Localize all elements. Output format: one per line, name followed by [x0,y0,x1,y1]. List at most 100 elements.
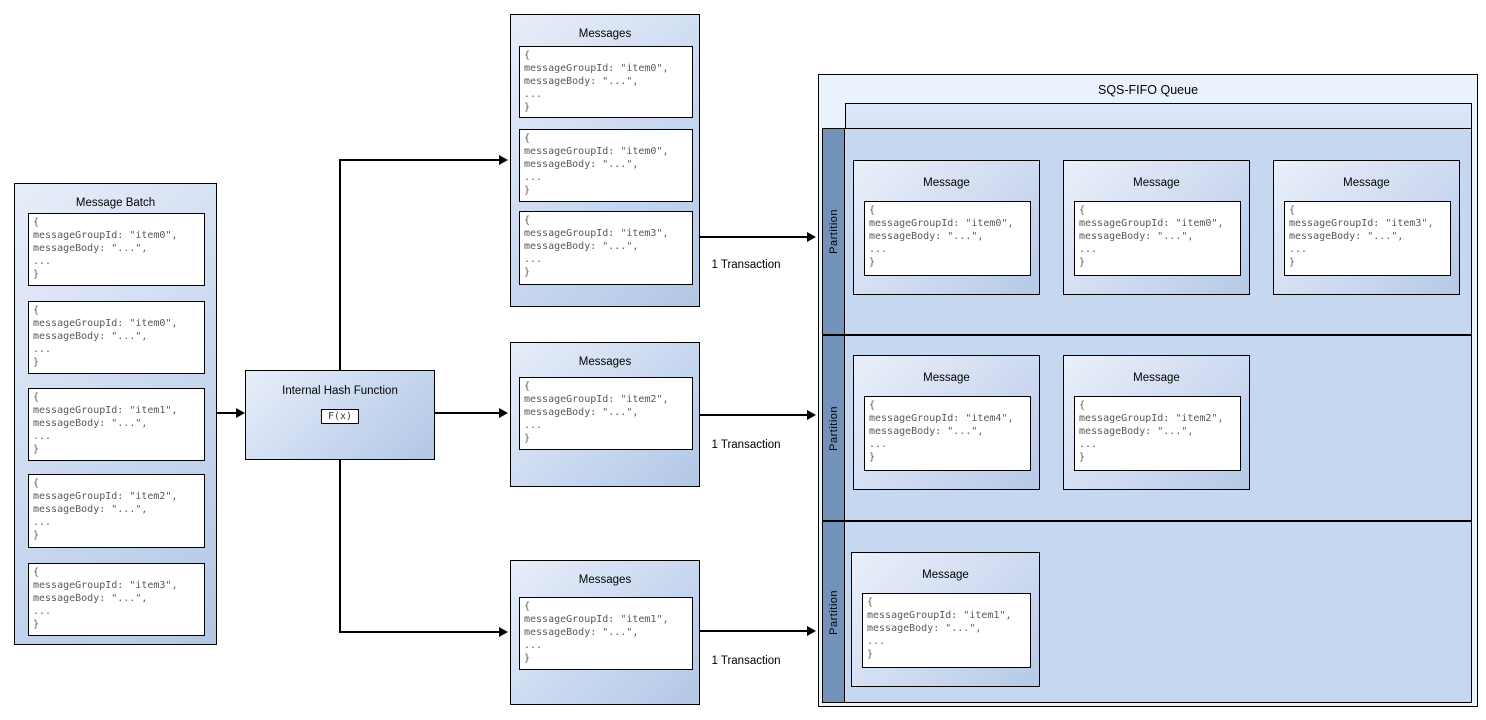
code-line: { [33,305,40,316]
code-line: } [33,444,40,455]
code-line: messageBody: "...", [33,593,148,604]
arrowhead-icon [807,626,816,636]
code-line: { [524,215,531,226]
code-line: ... [33,344,52,355]
message-node-title: Message [923,177,970,189]
message-batch-title: Message Batch [75,197,156,209]
code-line: { [524,381,531,392]
arrowhead-icon [499,627,508,637]
code-line: messageGroupId: "item0", [1079,218,1224,229]
partition-lane-header: Partition [822,128,845,335]
batch-message-card: {messageGroupId: "item1",messageBody: ".… [28,388,205,461]
message-node-title: Message [923,372,970,384]
transaction-label: 1 Transaction [711,655,781,667]
code-line: messageGroupId: "item0", [524,146,669,157]
partition-message-node: Message {messageGroupId: "item4",message… [853,355,1040,490]
code-line: } [869,452,876,463]
arrow-messages-to-partition-2 [700,414,808,416]
code-line: ... [33,431,52,442]
code-line: } [524,433,531,444]
group-message-card: {messageGroupId: "item0",messageBody: ".… [519,129,693,202]
code-line: ... [869,244,888,255]
code-line: ... [524,420,543,431]
code-line: messageBody: "...", [524,241,639,252]
message-node-title: Message [1133,372,1180,384]
partition-message-card: {messageGroupId: "item0",messageBody: ".… [864,201,1031,276]
arrow-hash-to-top-messages [339,160,341,370]
code-line: messageGroupId: "item2", [33,491,178,502]
code-line: messageBody: "...", [33,418,148,429]
code-line: ... [33,517,52,528]
code-line: } [869,257,876,268]
partition-message-card: {messageGroupId: "item3",messageBody: ".… [1284,201,1451,276]
messages-group-top: Messages { messageGroupId: "item0", messag… [510,14,700,307]
arrow-hash-to-top-messages [339,159,500,161]
hash-formula-badge: F(x) [320,409,360,424]
code-line: messageGroupId: "item0", [524,63,669,74]
code-line: } [524,267,531,278]
code-line: } [867,649,874,660]
code-line: ... [33,606,52,617]
partition-message-card: {messageGroupId: "item4",messageBody: ".… [864,396,1031,471]
message-node-title: Message [1133,177,1180,189]
partition-message-node: Message {messageGroupId: "item3",message… [1273,160,1460,295]
code-line: } [33,357,40,368]
sqs-fifo-queue-title: SQS-FIFO Queue [1097,83,1199,97]
code-line: messageBody: "...", [1079,231,1194,242]
arrowhead-icon [499,408,508,418]
group-message-card: { messageGroupId: "item0", messageBody: ".… [519,46,693,118]
code-line: { [524,50,531,61]
code-line: ... [1079,439,1098,450]
group-message-card: { messageGroupId: "item1", messageBody: ".… [519,597,693,670]
messages-group-title: Messages [578,356,632,368]
arrow-hash-to-bottom-messages [339,631,500,633]
code-line: messageGroupId: "item1", [524,614,669,625]
messages-group-title: Messages [578,28,632,40]
code-line: messageBody: "...", [524,407,639,418]
messages-group-middle: Messages { messageGroupId: "item2", messag… [510,342,700,487]
partition-lane-header: Partition [822,521,845,703]
code-line: { [33,478,40,489]
message-node-title: Message [1343,177,1390,189]
code-line: messageBody: "...", [33,331,148,342]
code-line: { [33,392,40,403]
arrowhead-icon [236,408,245,418]
messages-group-bottom: Messages { messageGroupId: "item1", messag… [510,560,700,705]
code-line: messageBody: "...", [869,231,984,242]
code-line: { [524,601,531,612]
code-line: messageBody: "...", [524,76,639,87]
code-line: } [1079,452,1086,463]
code-line: } [33,269,40,280]
code-line: ... [33,256,52,267]
code-line: messageGroupId: "item1", [867,610,1012,621]
code-line: { [867,597,874,608]
code-line: } [524,102,531,113]
code-line: } [1289,257,1296,268]
code-line: { [33,567,40,578]
partition-label: Partition [827,405,840,451]
arrow-messages-to-partition-1 [700,236,808,238]
transaction-label: 1 Transaction [711,439,781,451]
code-line: messageGroupId: "item2", [1079,413,1224,424]
partition-label: Partition [827,209,840,254]
code-line: ... [869,439,888,450]
code-line: ... [524,172,543,183]
code-line: { [1079,400,1086,411]
partition-label: Partition [827,589,840,635]
code-line: } [1079,257,1086,268]
code-line: ... [524,254,543,265]
code-line: messageBody: "...", [524,627,639,638]
code-line: messageGroupId: "item0", [33,230,178,241]
code-line: ... [524,640,543,651]
code-line: } [33,530,40,541]
code-line: messageBody: "...", [33,243,148,254]
partition-message-node: Message {messageGroupId: "item0",message… [1063,160,1250,295]
code-line: messageGroupId: "item2", [524,394,669,405]
code-line: ... [1289,244,1308,255]
code-line: messageGroupId: "item3", [1289,218,1434,229]
code-line: messageBody: "...", [869,426,984,437]
code-line: { [1289,205,1296,216]
partition-message-card: {messageGroupId: "item1",messageBody: ".… [862,593,1031,668]
messages-group-title: Messages [578,574,632,586]
code-line: messageGroupId: "item0", [33,318,178,329]
